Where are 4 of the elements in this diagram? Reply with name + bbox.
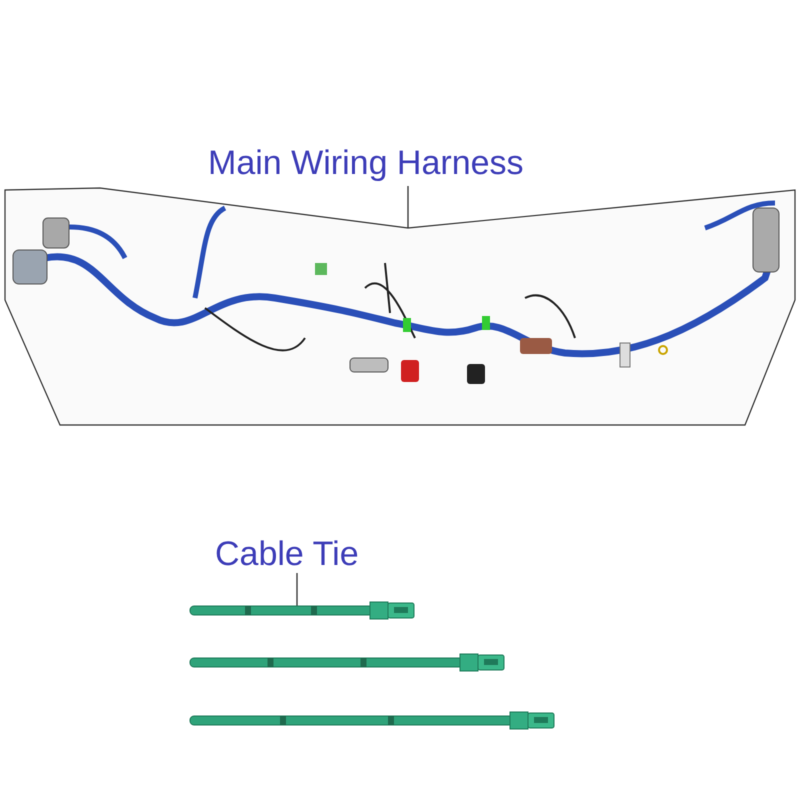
leader-line [296,573,298,606]
leader-line [407,186,409,228]
part-label: Main Wiring Harness [208,146,525,180]
part-label: Cable Tie [215,537,360,571]
